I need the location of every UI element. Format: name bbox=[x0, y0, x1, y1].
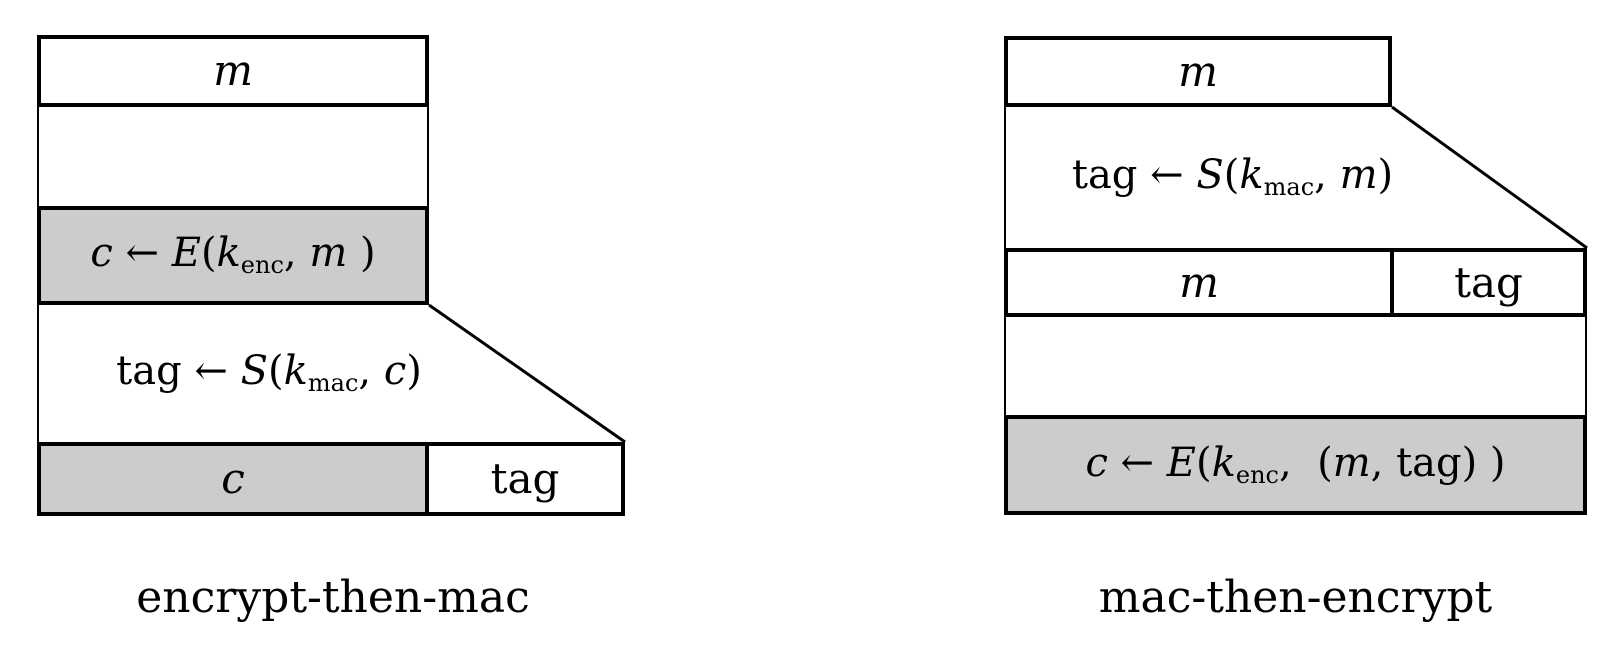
etm-sign-formula: tag ← S(kmac, c) bbox=[116, 348, 422, 398]
mte-encrypt-formula: c ← E(kenc, (m, tag) ) bbox=[1085, 439, 1506, 490]
mte-message-label: m bbox=[1178, 46, 1218, 96]
mte-row-tag-label: tag bbox=[1454, 257, 1523, 307]
mte-row-message-box: m bbox=[1004, 248, 1394, 317]
mte-sign-step-region: tag ← S(kmac, m) bbox=[1004, 107, 1587, 248]
etm-result-ciphertext-label: c bbox=[221, 454, 245, 503]
etm-encrypt-step-box: c ← E(kenc, m ) bbox=[37, 206, 429, 305]
etm-result-ciphertext-box: c bbox=[37, 442, 429, 516]
mte-message-box: m bbox=[1004, 36, 1392, 107]
etm-message-box: m bbox=[37, 35, 429, 107]
mte-caption: mac-then-encrypt bbox=[1098, 572, 1493, 623]
mte-encrypt-step-box: c ← E(kenc, (m, tag) ) bbox=[1004, 415, 1587, 515]
mte-row-message-label: m bbox=[1179, 257, 1219, 307]
etm-result-tag-label: tag bbox=[490, 454, 560, 503]
mte-sign-formula: tag ← S(kmac, m) bbox=[1071, 152, 1394, 202]
etm-message-label: m bbox=[213, 46, 253, 95]
etm-caption: encrypt-then-mac bbox=[136, 572, 530, 623]
etm-encrypt-formula: c ← E(kenc, m ) bbox=[90, 230, 376, 280]
mte-spacer-region bbox=[1004, 317, 1587, 415]
etm-sign-step-region: tag ← S(kmac, c) bbox=[37, 305, 499, 442]
mte-row-tag-box: tag bbox=[1390, 248, 1587, 317]
etm-result-tag-box: tag bbox=[425, 442, 625, 516]
etm-spacer-region bbox=[37, 107, 429, 206]
